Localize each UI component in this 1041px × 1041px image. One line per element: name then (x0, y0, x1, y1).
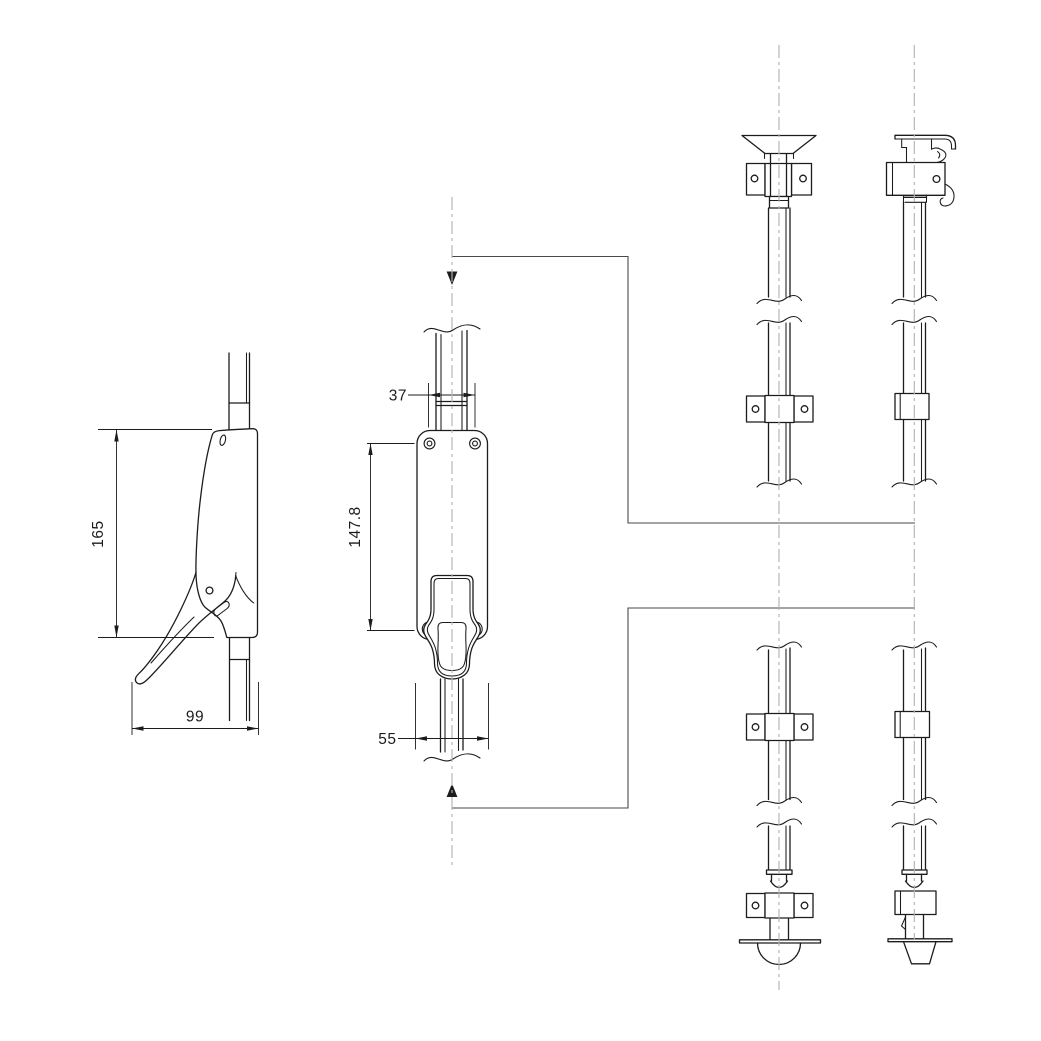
dimension-147_8: 147.8 (347, 443, 415, 631)
rod-bottom-side-view (887, 641, 953, 965)
front-view: 37 (347, 255, 915, 809)
dimension-99: 99 (131, 682, 259, 735)
centerlines (451, 45, 915, 990)
connector-top (452, 255, 915, 524)
side-view-upper-rod (228, 352, 251, 431)
dimension-55-label: 55 (378, 731, 396, 748)
side-view-lower-rod (228, 636, 251, 722)
floor-plate (887, 938, 953, 943)
dimension-165-label: 165 (90, 520, 107, 547)
release-hook (939, 183, 955, 207)
dimension-147_8-label: 147.8 (347, 506, 364, 547)
side-view: 165 99 (90, 352, 259, 735)
rod-bottom-front-view (738, 641, 822, 966)
drawing-root: 165 99 (90, 45, 957, 990)
dimension-37-label: 37 (389, 388, 407, 405)
dimension-55: 55 (378, 683, 489, 750)
dimension-99-label: 99 (186, 709, 204, 726)
mid-guide (894, 392, 930, 421)
lever-pivot-screw (205, 586, 214, 595)
dimension-165: 165 (90, 429, 214, 638)
rod-joint (902, 194, 928, 203)
lever-cam-line (235, 575, 255, 604)
floor-plate (738, 939, 822, 944)
dimension-37: 37 (389, 383, 476, 428)
rod-notch (900, 916, 907, 931)
lever-inner-edge (150, 616, 195, 664)
keeper-block (885, 161, 955, 207)
side-view-screw-slot (219, 434, 227, 446)
side-view-body (195, 428, 259, 639)
mid-guide (894, 710, 931, 739)
side-view-lever (134, 571, 255, 685)
rod-segments (756, 207, 803, 397)
rod-segments (891, 201, 938, 395)
floor-socket-cup (902, 941, 937, 965)
front-view-upper-rod (423, 324, 481, 432)
mid-bracket (745, 712, 814, 742)
rod-top-side-view (885, 134, 957, 488)
bottom-guide (894, 890, 937, 916)
lever-slot (213, 600, 230, 617)
detail-connectors (452, 255, 915, 809)
hook-plate (894, 134, 957, 164)
connector-bottom (452, 607, 915, 809)
bottom-bracket (745, 892, 814, 919)
mid-bracket (745, 394, 814, 424)
